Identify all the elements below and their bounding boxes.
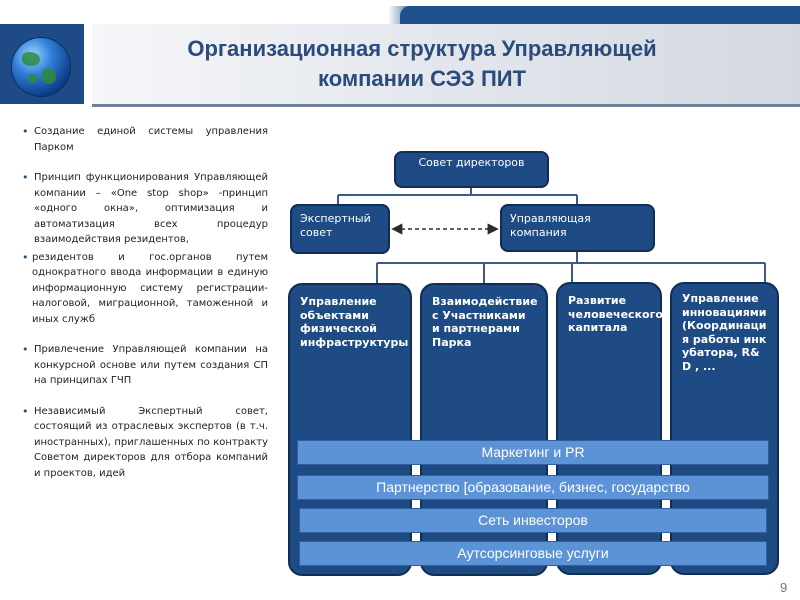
human-capital-label: Развитие человеческого капитала bbox=[568, 294, 663, 334]
innovation-label: Управление инновациями (Координация рабо… bbox=[682, 292, 767, 373]
bullet-item: Принцип функционирования Управляющей ком… bbox=[22, 170, 268, 248]
bullet-list: Создание единой системы управления Парко… bbox=[22, 124, 268, 496]
title-line-1: Организационная структура Управляющей bbox=[187, 36, 657, 61]
expert-council-node: Экспертный совет bbox=[290, 204, 390, 254]
page-title: Организационная структура Управляющей ко… bbox=[92, 34, 752, 94]
bullet-text: Принцип функционирования Управляющей ком… bbox=[34, 172, 268, 245]
globe-icon bbox=[12, 38, 70, 96]
management-company-node: Управляющая компания bbox=[500, 204, 655, 252]
bullet-continuation: резидентов и гос.органов путем однократн… bbox=[22, 250, 268, 328]
title-panel bbox=[92, 24, 800, 104]
page-number: 9 bbox=[780, 580, 788, 595]
participants-label: Взаимодействие с Участниками и партнерам… bbox=[432, 295, 538, 349]
header-divider bbox=[92, 104, 800, 107]
board-of-directors-node: Совет директоров bbox=[394, 151, 549, 188]
investor-network-band: Сеть инвесторов bbox=[299, 508, 767, 533]
bullet-item: Привлечение Управляющей компании на конк… bbox=[22, 342, 268, 389]
bullet-text: резидентов и гос.органов путем однократн… bbox=[32, 251, 268, 325]
bullet-item: Создание единой системы управления Парко… bbox=[22, 124, 268, 155]
title-line-2: компании СЭЗ ПИТ bbox=[317, 66, 527, 91]
marketing-band: Маркетинг и PR bbox=[297, 440, 769, 465]
infrastructure-label: Управление объектами физической инфрастр… bbox=[300, 295, 409, 349]
header-band bbox=[400, 6, 800, 24]
bullet-item: Независимый Экспертный совет, состоящий … bbox=[22, 404, 268, 482]
outsourcing-band: Аутсорсинговые услуги bbox=[299, 541, 767, 566]
partnership-band: Партнерство [образование, бизнес, госуда… bbox=[297, 475, 769, 500]
